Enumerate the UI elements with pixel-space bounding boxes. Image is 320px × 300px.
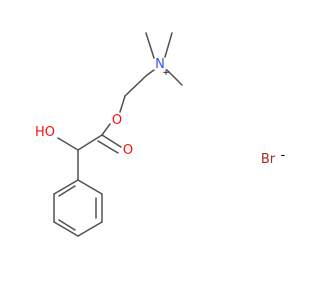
bond-n-ch2 bbox=[146, 69, 155, 76]
structure-canvas: N + O O HO Br - bbox=[34, 32, 286, 237]
bond-ring-4 bbox=[53, 221, 79, 237]
bromide-label: Br bbox=[261, 152, 276, 167]
hydroxyl-label: HO bbox=[35, 125, 55, 140]
bond-ester-oxygen-carbonyl bbox=[101, 123, 111, 136]
bond-carbonyl-double-1 bbox=[101, 134, 122, 148]
structure-drawing: N + O O HO Br - bbox=[35, 32, 286, 237]
bond-carbonyl-alpha bbox=[77, 134, 103, 151]
bond-alpha-hydroxyl bbox=[57, 137, 79, 151]
atom-labels: N + O O HO Br - bbox=[35, 57, 286, 167]
bonds bbox=[53, 32, 183, 237]
nitrogen-label: N bbox=[155, 57, 165, 72]
bond-ring-inner-2 bbox=[58, 219, 76, 231]
nitrogen-charge: + bbox=[162, 68, 170, 78]
bond-ring-1 bbox=[77, 179, 103, 195]
bond-ch2-ester-oxygen bbox=[119, 95, 126, 113]
bond-n-methyl-top-left bbox=[145, 32, 155, 59]
bond-carbonyl-double-2 bbox=[97, 140, 119, 154]
bond-ring-6 bbox=[53, 179, 79, 195]
bromide-charge: - bbox=[281, 148, 286, 163]
carbonyl-oxygen-label: O bbox=[123, 143, 133, 158]
bond-n-methyl-top-right bbox=[164, 32, 173, 58]
bond-n-methyl-right bbox=[166, 69, 183, 86]
ester-oxygen-label: O bbox=[112, 113, 122, 128]
bond-ring-3 bbox=[77, 221, 103, 237]
bond-ch2-ch2 bbox=[124, 74, 148, 97]
bond-ring-inner-3 bbox=[58, 185, 76, 197]
